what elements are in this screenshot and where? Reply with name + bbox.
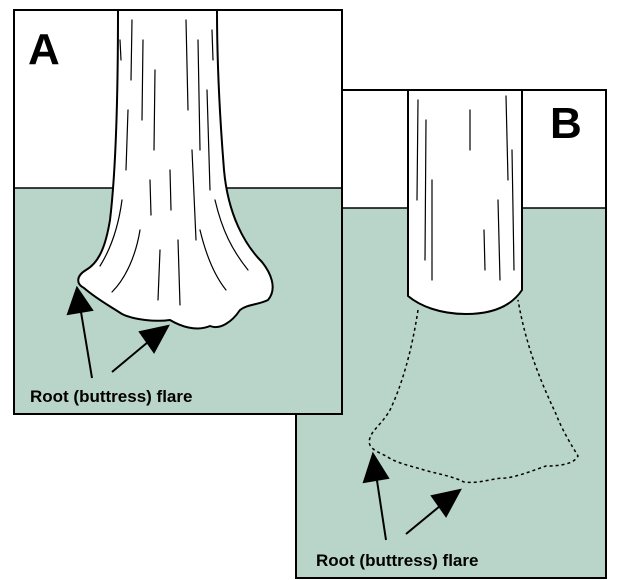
panel-a-caption: Root (buttress) flare (30, 387, 192, 406)
panel-b-letter: B (550, 99, 582, 148)
panel-a-letter: A (28, 25, 60, 74)
panel-a: A Root (buttress) flare (14, 10, 342, 414)
panel-b-caption: Root (buttress) flare (316, 551, 478, 570)
panel-b: B Root (buttress) flare (296, 90, 606, 578)
